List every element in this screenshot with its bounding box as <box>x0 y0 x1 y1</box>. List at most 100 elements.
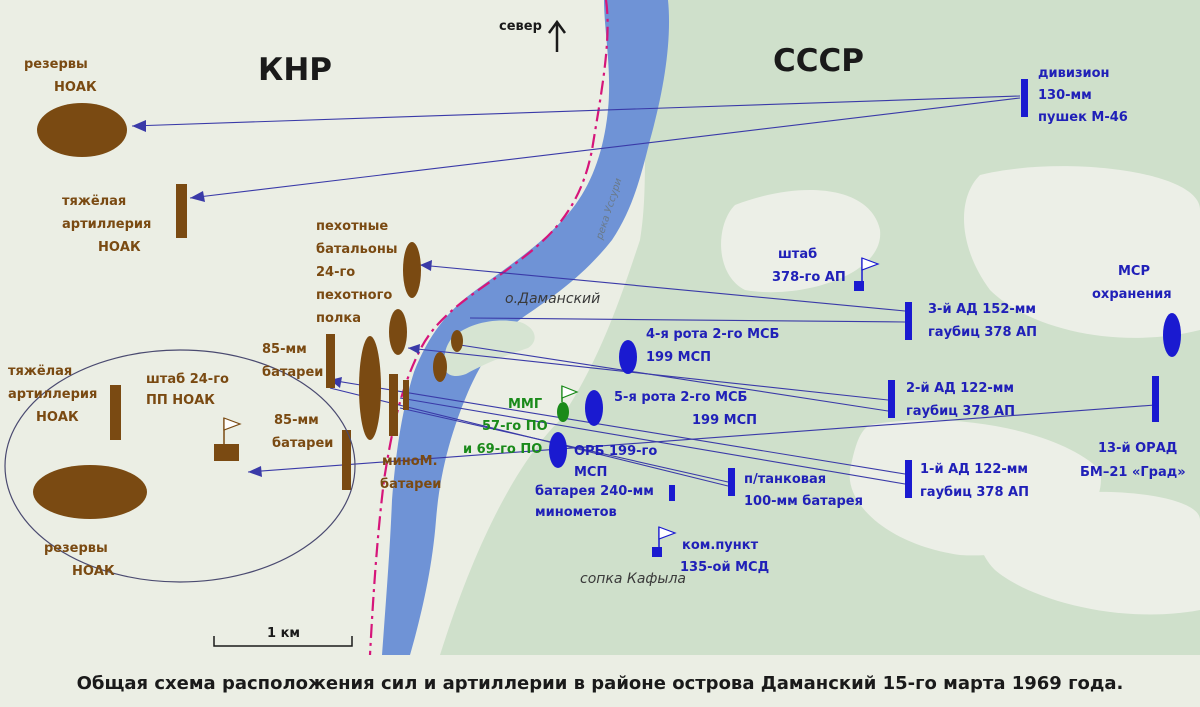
svg-text:1-й АД 122-мм: 1-й АД 122-мм <box>920 462 1028 477</box>
svg-text:ОРБ 199-го: ОРБ 199-го <box>574 444 657 459</box>
svg-text:и 69-го ПО: и 69-го ПО <box>463 442 542 457</box>
soviet-3rd-ad <box>905 302 912 340</box>
label-soviet-orad: 13-й ОРАД БМ–21 «Град» <box>1080 441 1186 480</box>
svg-text:13-й ОРАД: 13-й ОРАД <box>1098 441 1177 456</box>
label-soviet-div130: дивизион 130-мм пушек М-46 <box>1038 66 1128 125</box>
label-soviet-at100: п/танковая 100-мм батарея <box>744 472 863 509</box>
ussuri-river <box>382 0 670 655</box>
chinese-85mm-battery-bottom <box>342 430 351 490</box>
svg-text:батареи: батареи <box>272 436 333 451</box>
svg-text:полка: полка <box>316 311 361 326</box>
soviet-hq-378-post <box>854 281 864 291</box>
chinese-reserves-top <box>37 103 127 157</box>
label-soviet-ad1: 1-й АД 122-мм гаубиц 378 АП <box>920 462 1029 500</box>
label-mmg: ММГ <box>508 397 542 412</box>
svg-text:пушек М-46: пушек М-46 <box>1038 110 1128 125</box>
label-soviet-msr: МСР охранения <box>1092 264 1172 302</box>
label-soviet-co5: 5-я рота 2-го МСБ 199 МСП <box>614 390 757 428</box>
svg-text:штаб 24-го: штаб 24-го <box>146 372 229 387</box>
label-scale: 1 км <box>267 626 300 641</box>
label-chinese-reserves-bottom: резервы НОАК <box>44 541 115 579</box>
svg-text:пехотные: пехотные <box>316 219 388 234</box>
chinese-85mm-battery-top <box>326 334 335 388</box>
svg-text:24-го: 24-го <box>316 265 355 280</box>
svg-text:резервы: резервы <box>44 541 108 556</box>
damansky-island <box>443 320 535 377</box>
label-border-posts: 57-го ПО и 69-го ПО <box>463 419 548 457</box>
chinese-rear-area-circle <box>4 349 356 583</box>
soviet-1st-ad <box>905 460 912 498</box>
chinese-infantry-battalion-4 <box>433 352 447 382</box>
chinese-infantry-battalion-1 <box>403 242 421 298</box>
soviet-msr-guard <box>1163 313 1181 357</box>
border-post-flag-icon <box>561 385 579 402</box>
svg-text:гаубиц 378 АП: гаубиц 378 АП <box>906 404 1015 419</box>
svg-text:тяжёлая: тяжёлая <box>8 364 72 379</box>
svg-text:п/танковая: п/танковая <box>744 472 826 487</box>
svg-text:охранения: охранения <box>1092 287 1172 302</box>
svg-text:199 МСП: 199 МСП <box>692 413 757 428</box>
svg-text:199 МСП: 199 МСП <box>646 350 711 365</box>
label-chinese-85mm-bottom: 85-мм батареи <box>272 413 333 451</box>
svg-text:БМ–21 «Град»: БМ–21 «Град» <box>1080 465 1186 480</box>
chinese-hq-post <box>214 444 239 461</box>
label-soviet-ad3: 3-й АД 152-мм гаубиц 378 АП <box>928 302 1037 340</box>
label-soviet-orb: ОРБ 199-го МСП <box>574 444 657 480</box>
chinese-infantry-battalion-3 <box>359 336 381 440</box>
svg-text:дивизион: дивизион <box>1038 66 1110 81</box>
svg-text:штаб: штаб <box>778 247 817 262</box>
svg-text:минометов: минометов <box>535 505 617 520</box>
svg-text:378-го АП: 378-го АП <box>772 270 846 285</box>
label-chinese-hq: штаб 24-го ПП НОАК <box>146 372 229 408</box>
svg-text:НОАК: НОАК <box>72 564 115 579</box>
svg-text:батареи: батареи <box>262 365 323 380</box>
svg-text:миноМ.: миноМ. <box>382 454 438 469</box>
soviet-kp-135-post <box>652 547 662 557</box>
label-chinese-heavy-artillery-left: тяжёлая артиллерия НОАК <box>8 364 97 425</box>
label-island: о.Даманский <box>505 291 600 307</box>
svg-text:100-мм батарея: 100-мм батарея <box>744 494 863 509</box>
svg-text:130-мм: 130-мм <box>1038 88 1092 103</box>
svg-text:артиллерия: артиллерия <box>8 387 97 402</box>
label-chinese-infantry: пехотные батальоны 24-го пехотного полка <box>316 219 398 326</box>
svg-text:тяжёлая: тяжёлая <box>62 194 126 209</box>
label-chinese-mortars: миноМ. батареи <box>380 454 441 492</box>
svg-text:МСР: МСР <box>1118 264 1150 279</box>
label-soviet-co4: 4-я рота 2-го МСБ 199 МСП <box>646 327 779 365</box>
chinese-mortar-battery-1 <box>389 374 398 436</box>
soviet-130mm-division <box>1021 79 1028 117</box>
chinese-reserves-bottom <box>33 465 147 519</box>
soviet-at-100mm-battery <box>728 468 735 496</box>
arrow-heads <box>132 120 432 477</box>
soviet-240mm-battery <box>669 485 675 501</box>
soviet-units <box>549 79 1181 557</box>
chinese-infantry-battalion-2 <box>389 309 407 355</box>
state-border-line <box>368 0 609 656</box>
label-chinese-85mm-top: 85-мм батареи <box>262 342 323 380</box>
north-arrow-icon <box>547 19 567 52</box>
svg-text:батареи: батареи <box>380 477 441 492</box>
svg-text:НОАК: НОАК <box>36 410 79 425</box>
label-soviet-bat240: батарея 240-мм минометов <box>535 484 654 520</box>
label-chinese-reserves-top: резервы НОАК <box>24 57 97 95</box>
soviet-2nd-ad <box>888 380 895 418</box>
svg-text:57-го ПО: 57-го ПО <box>482 419 548 434</box>
svg-text:НОАК: НОАК <box>98 240 141 255</box>
chinese-heavy-artillery-left <box>110 385 121 440</box>
svg-text:2-й АД 122-мм: 2-й АД 122-мм <box>906 381 1014 396</box>
svg-text:5-я рота 2-го МСБ: 5-я рота 2-го МСБ <box>614 390 747 405</box>
field-patch-1 <box>721 190 881 293</box>
label-soviet-hq378: штаб 378-го АП <box>772 247 846 285</box>
label-hill: сопка Кафыла <box>580 571 686 587</box>
svg-text:ПП НОАК: ПП НОАК <box>146 393 215 408</box>
border-post-mmg <box>557 402 569 422</box>
svg-text:МСП: МСП <box>574 465 607 480</box>
label-soviet-ad2: 2-й АД 122-мм гаубиц 378 АП <box>906 381 1015 419</box>
soviet-13th-orad <box>1152 376 1159 422</box>
soviet-4th-company <box>619 340 637 374</box>
svg-text:85-мм: 85-мм <box>262 342 307 357</box>
chinese-mortar-battery-2 <box>403 380 409 410</box>
svg-text:3-й АД 152-мм: 3-й АД 152-мм <box>928 302 1036 317</box>
label-chinese-heavy-artillery-top: тяжёлая артиллерия НОАК <box>62 194 151 255</box>
